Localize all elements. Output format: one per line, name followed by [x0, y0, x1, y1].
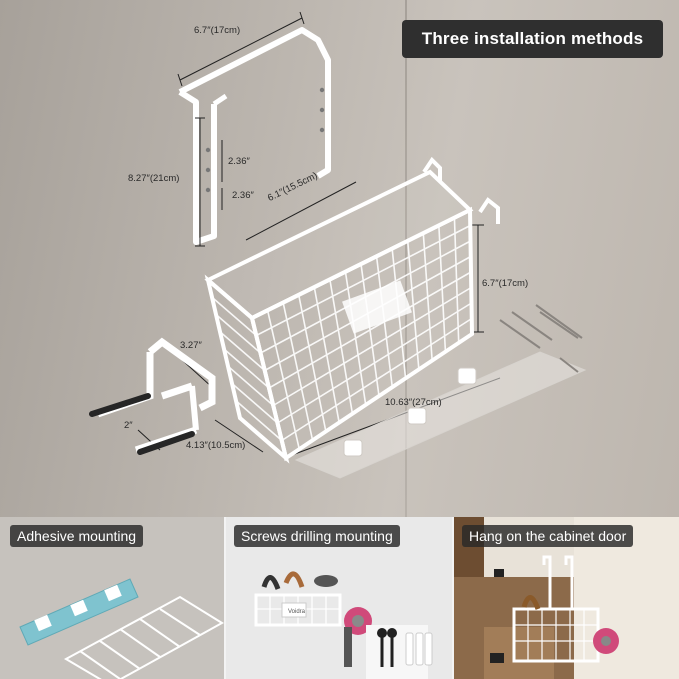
dim-basket-height: 6.7″(17cm)	[482, 278, 529, 289]
product-illustration	[89, 11, 587, 479]
dim-hook-gap-2: 2.36″	[232, 190, 254, 201]
adhesive-plate	[294, 351, 587, 479]
screw-set	[499, 304, 583, 373]
dim-hook-gap-1: 2.36″	[228, 156, 250, 167]
method-label-adhesive: Adhesive mounting	[10, 525, 144, 547]
adhesive-hooks	[343, 367, 477, 457]
method-label-cabinet: Hang on the cabinet door	[462, 525, 634, 547]
top-panel: Three installation methods 6.7″(17cm) 8.…	[0, 0, 679, 517]
screws-scene: Voidra	[254, 571, 433, 679]
method-label-screws: Screws drilling mounting	[234, 525, 400, 547]
over-door-hook	[178, 27, 331, 245]
dim-hook-height: 8.27″(21cm)	[128, 173, 180, 184]
dim-holder-depth: 3.27″	[180, 340, 202, 351]
wire-basket	[204, 169, 475, 464]
wall-hooks	[422, 156, 500, 224]
method-adhesive: Adhesive mounting	[0, 517, 224, 679]
tool-holder	[89, 337, 216, 455]
title-badge: Three installation methods	[402, 20, 663, 58]
basket-label-plate	[342, 280, 412, 334]
dim-holder-gap: 2″	[124, 420, 133, 431]
dim-basket-length: 10.63″(27cm)	[385, 397, 442, 408]
dim-basket-depth: 4.13″(10.5cm)	[186, 440, 246, 451]
adhesive-scene	[19, 578, 224, 679]
method-cabinet: Hang on the cabinet door	[454, 517, 679, 679]
basket-tag-text: Voidra	[288, 609, 306, 615]
dim-top-width: 6.7″(17cm)	[194, 25, 241, 36]
method-screws: Voidra Screws drilling mounting	[226, 517, 452, 679]
